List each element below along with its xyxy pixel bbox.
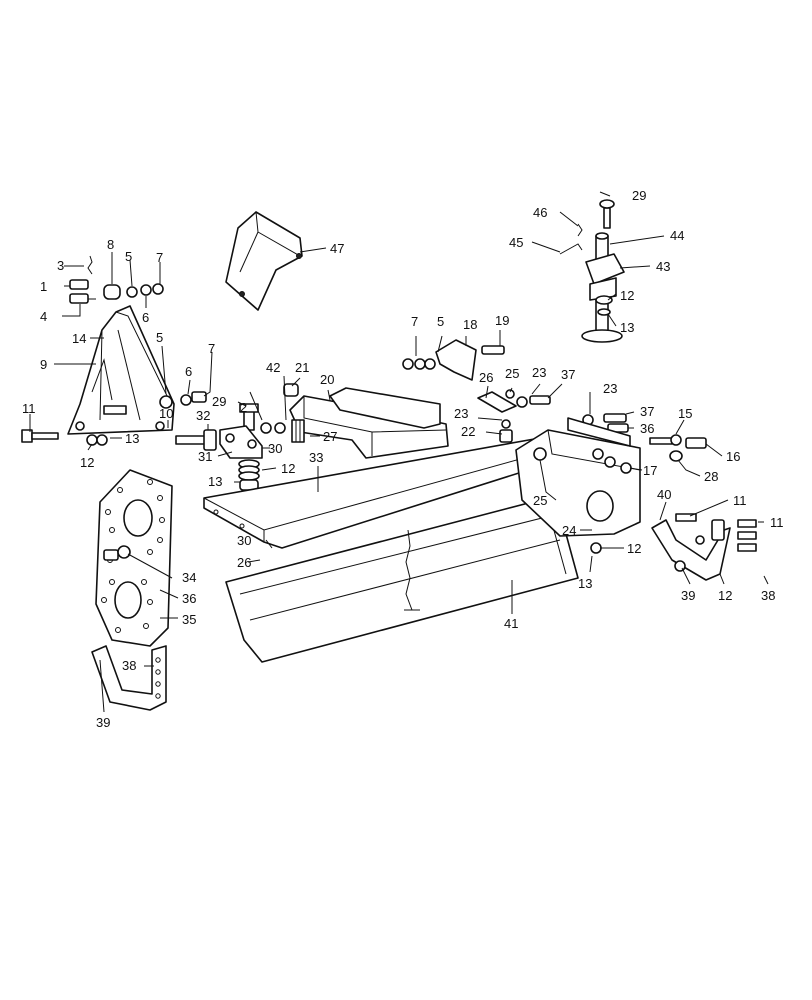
callout-6a: 6	[142, 310, 149, 325]
callout-4: 4	[40, 309, 47, 324]
callout-5b: 5	[156, 330, 163, 345]
callout-23c: 23	[603, 381, 617, 396]
callout-29b: 29	[632, 188, 646, 203]
callout-12c: 12	[620, 288, 634, 303]
callout-7a: 7	[156, 250, 163, 265]
callout-15: 15	[678, 406, 692, 421]
callout-26a: 26	[479, 370, 493, 385]
callout-13b: 13	[208, 474, 222, 489]
callout-46: 46	[533, 205, 547, 220]
callout-11c: 11	[770, 515, 784, 530]
callout-29a: 29	[212, 394, 226, 409]
callout-32: 32	[196, 408, 210, 423]
callout-45: 45	[509, 235, 523, 250]
callout-16: 16	[726, 449, 740, 464]
callout-2: 2	[240, 400, 247, 415]
leader-lines	[29, 191, 769, 713]
callout-38a: 38	[122, 658, 136, 673]
part-right-upper-brackets	[402, 339, 631, 447]
callout-14: 14	[72, 331, 86, 346]
callout-33: 33	[309, 450, 323, 465]
callout-25a: 25	[505, 366, 519, 381]
callout-12b: 12	[281, 461, 295, 476]
callout-17: 17	[643, 463, 657, 478]
callout-39a: 39	[96, 715, 110, 730]
callout-9: 9	[40, 357, 47, 372]
part-jack-stand	[559, 199, 625, 343]
callout-12d: 12	[627, 541, 641, 556]
callout-5a: 5	[125, 249, 132, 264]
callout-24: 24	[562, 523, 576, 538]
callout-43: 43	[656, 259, 670, 274]
callout-12a: 12	[80, 455, 94, 470]
callout-13a: 13	[125, 431, 139, 446]
callout-25b: 25	[533, 493, 547, 508]
callout-13d: 13	[578, 576, 592, 591]
part-left-lower-bracket	[91, 645, 167, 711]
callout-11a: 11	[22, 401, 36, 416]
callout-12e: 12	[718, 588, 732, 603]
callout-3: 3	[57, 258, 64, 273]
part-right-side-plate	[515, 429, 641, 554]
callout-1: 1	[40, 279, 47, 294]
callout-23b: 23	[454, 406, 468, 421]
callout-30a: 30	[268, 441, 282, 456]
callout-37a: 37	[561, 367, 575, 382]
callout-41: 41	[504, 616, 518, 631]
callout-34: 34	[182, 570, 196, 585]
callout-22: 22	[461, 424, 475, 439]
callout-26b: 26	[237, 555, 251, 570]
callout-5c: 5	[437, 314, 444, 329]
callout-8: 8	[107, 237, 114, 252]
part-left-side-bracket	[67, 305, 175, 435]
callout-38b: 38	[761, 588, 775, 603]
callout-47: 47	[330, 241, 344, 256]
part-right-lower-bracket	[651, 513, 757, 581]
callout-21: 21	[295, 360, 309, 375]
part-right-bolts	[649, 434, 707, 462]
callout-27: 27	[323, 429, 337, 444]
callout-labels: 1 2 3 4 5 5 5 6 6 7 7 7 8 9 10 11 11 11 …	[22, 188, 784, 730]
callout-39b: 39	[681, 588, 695, 603]
callout-42: 42	[266, 360, 280, 375]
part-main-beam	[203, 437, 561, 549]
callout-19: 19	[495, 313, 509, 328]
callout-7c: 7	[411, 314, 418, 329]
callout-40: 40	[657, 487, 671, 502]
part-cover-guard	[225, 211, 303, 311]
callout-44: 44	[670, 228, 684, 243]
callout-10: 10	[159, 406, 173, 421]
callout-23a: 23	[532, 365, 546, 380]
part-left-top-hardware	[69, 255, 207, 406]
callout-31: 31	[198, 449, 212, 464]
callout-36a: 36	[182, 591, 196, 606]
callout-7b: 7	[208, 341, 215, 356]
callout-35: 35	[182, 612, 196, 627]
callout-30b: 30	[237, 533, 251, 548]
callout-13c: 13	[620, 320, 634, 335]
callout-18: 18	[463, 317, 477, 332]
callout-6b: 6	[185, 364, 192, 379]
callout-20: 20	[320, 372, 334, 387]
part-upper-frame	[289, 387, 449, 459]
callout-36b: 36	[640, 421, 654, 436]
callout-37b: 37	[640, 404, 654, 419]
callout-28: 28	[704, 469, 718, 484]
part-bolt-left	[21, 405, 127, 446]
callout-11b: 11	[733, 493, 747, 508]
part-side-plate	[95, 469, 173, 647]
